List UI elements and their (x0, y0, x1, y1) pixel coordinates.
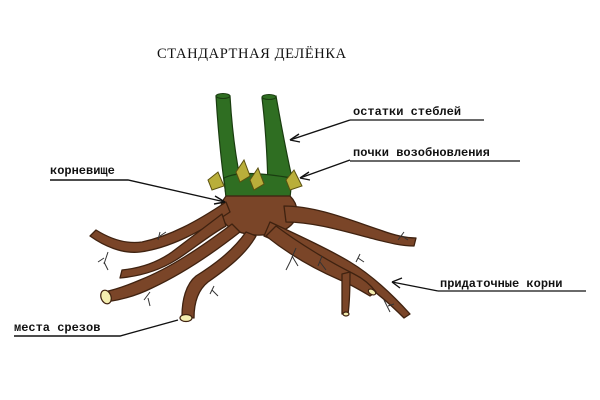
label-rhizome: корневище (50, 164, 115, 178)
rhizome-roots (89, 195, 417, 319)
stem-right-top (261, 94, 277, 100)
root-right-upper (283, 205, 417, 247)
bud-1 (207, 171, 225, 191)
root-bottom (181, 231, 257, 319)
cut-ends (100, 288, 377, 323)
cut-end-drop (342, 311, 350, 317)
cut-end-left (100, 289, 112, 305)
bud-3 (249, 166, 265, 191)
leader-rhizome (50, 179, 226, 203)
root-right-drop (341, 271, 351, 315)
cut-end-right (367, 288, 377, 296)
label-cut-sites: места срезов (14, 321, 101, 335)
diagram-title: СТАНДАРТНАЯ ДЕЛЁНКА (157, 46, 347, 62)
label-adventitious-roots: придаточные корни (440, 277, 563, 291)
root-hairs (97, 231, 409, 313)
bud-2 (235, 158, 251, 183)
label-stem-remains: остатки стеблей (353, 105, 462, 119)
leader-renewal-buds (299, 159, 351, 179)
stem-left-top (215, 93, 231, 99)
leader-adventitious-roots (391, 281, 439, 292)
label-renewal-buds: почки возобновления (353, 146, 490, 160)
leader-stem-remains (289, 119, 351, 141)
bud-4 (285, 169, 303, 191)
arrow-stem-remains (289, 133, 301, 143)
arrow-renewal-buds (299, 171, 311, 181)
arrow-adventitious-roots (391, 277, 403, 289)
cut-end-bottom (179, 313, 193, 323)
root-left-mid (119, 213, 227, 279)
root-right-mid (265, 225, 377, 297)
leader-lines (14, 119, 439, 337)
arrow-rhizome (213, 195, 226, 205)
label-underlines (350, 119, 586, 292)
root-left-upper (89, 201, 231, 253)
renewal-buds (207, 158, 303, 191)
leader-cut-sites (14, 319, 179, 337)
